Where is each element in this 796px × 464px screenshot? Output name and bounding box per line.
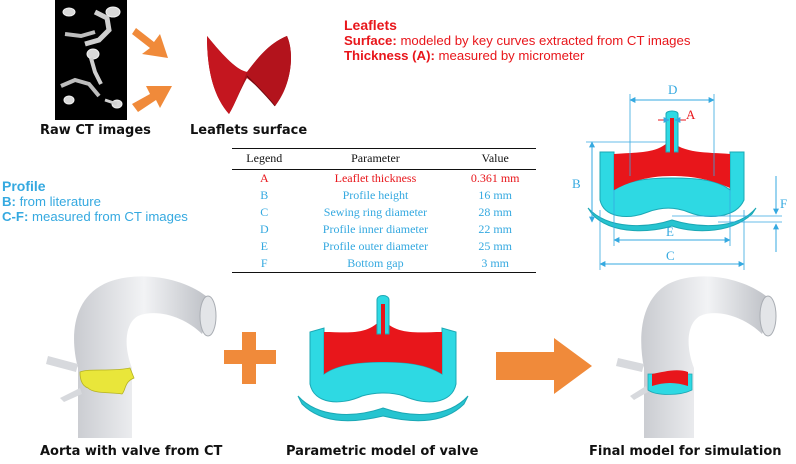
table-row: A Leaflet thickness 0.361 mm bbox=[232, 170, 536, 188]
row-legend: F bbox=[232, 255, 297, 273]
row-legend: C bbox=[260, 205, 269, 219]
surface-text: modeled by key curves extracted from CT … bbox=[396, 33, 691, 48]
cf-text: measured from CT images bbox=[28, 209, 188, 224]
table-row: D Profile inner diameter 22 mm bbox=[232, 221, 536, 238]
profile-title: Profile bbox=[2, 178, 46, 194]
table-row: F Bottom gap 3 mm bbox=[232, 255, 536, 273]
row-parameter: Leaflet thickness bbox=[334, 171, 417, 185]
parametric-caption: Parametric model of valve bbox=[286, 444, 479, 459]
row-parameter: Bottom gap bbox=[296, 255, 455, 273]
row-parameter: Profile outer diameter bbox=[322, 239, 429, 253]
raw-ct-caption: Raw CT images bbox=[40, 123, 151, 138]
raw-ct-image bbox=[55, 0, 127, 120]
thickness-label: Thickness (A): bbox=[344, 48, 435, 63]
dim-label-d: D bbox=[668, 82, 677, 97]
big-arrow-icon bbox=[496, 338, 592, 394]
row-value: 28 mm bbox=[478, 205, 513, 219]
b-text: from literature bbox=[15, 194, 101, 209]
row-legend: D bbox=[259, 222, 269, 236]
aorta-ct-model bbox=[46, 276, 217, 438]
row-value: 0.361 mm bbox=[470, 171, 520, 185]
header-parameter: Parameter bbox=[296, 148, 455, 170]
header-legend: Legend bbox=[232, 148, 297, 170]
dim-label-b: B bbox=[572, 176, 581, 191]
valve-dimension-drawing: D A B E C F bbox=[572, 82, 787, 270]
leaflets-title: Leaflets bbox=[344, 17, 397, 33]
table-row: E Profile outer diameter 25 mm bbox=[232, 238, 536, 255]
parameter-table: Legend Parameter Value A Leaflet thickne… bbox=[232, 148, 536, 273]
row-value: 25 mm bbox=[478, 239, 513, 253]
row-value: 3 mm bbox=[454, 255, 536, 273]
surface-label: Surface: bbox=[344, 33, 397, 48]
row-value: 22 mm bbox=[478, 222, 513, 236]
ct-to-surface-arrows bbox=[132, 28, 172, 112]
final-caption: Final model for simulation bbox=[589, 444, 782, 459]
plus-icon bbox=[224, 332, 276, 384]
leaflets-thickness-line: Thickness (A): measured by micrometer bbox=[344, 48, 690, 63]
leaflets-surface-line: Surface: modeled by key curves extracted… bbox=[344, 33, 690, 48]
row-legend: A bbox=[259, 171, 269, 185]
table-row: C Sewing ring diameter 28 mm bbox=[232, 204, 536, 221]
dim-label-c: C bbox=[666, 248, 675, 263]
table-row: B Profile height 16 mm bbox=[232, 187, 536, 204]
parametric-valve-model bbox=[297, 295, 469, 422]
row-parameter: Sewing ring diameter bbox=[323, 205, 428, 219]
row-legend: B bbox=[260, 188, 269, 202]
row-parameter: Profile inner diameter bbox=[322, 222, 429, 236]
row-parameter: Profile height bbox=[342, 188, 409, 202]
dim-label-e: E bbox=[666, 224, 674, 239]
profile-cf-line: C-F: measured from CT images bbox=[2, 209, 188, 224]
leaflets-note: Leaflets Surface: modeled by key curves … bbox=[344, 17, 690, 63]
aorta-caption: Aorta with valve from CT bbox=[40, 444, 223, 459]
cf-label: C-F: bbox=[2, 209, 29, 224]
leaflets-surface-icon bbox=[207, 36, 291, 114]
header-value: Value bbox=[454, 148, 536, 170]
profile-note: Profile B: from literature C-F: measured… bbox=[2, 178, 188, 224]
row-value: 16 mm bbox=[478, 188, 513, 202]
dim-label-f: F bbox=[780, 196, 787, 211]
final-simulation-model bbox=[616, 276, 777, 438]
thickness-text: measured by micrometer bbox=[434, 48, 585, 63]
b-label: B: bbox=[2, 194, 16, 209]
dim-label-a: A bbox=[686, 107, 696, 122]
row-legend: E bbox=[260, 239, 268, 253]
profile-b-line: B: from literature bbox=[2, 194, 188, 209]
table-header-row: Legend Parameter Value bbox=[232, 148, 536, 170]
leaflets-surface-caption: Leaflets surface bbox=[190, 123, 308, 138]
